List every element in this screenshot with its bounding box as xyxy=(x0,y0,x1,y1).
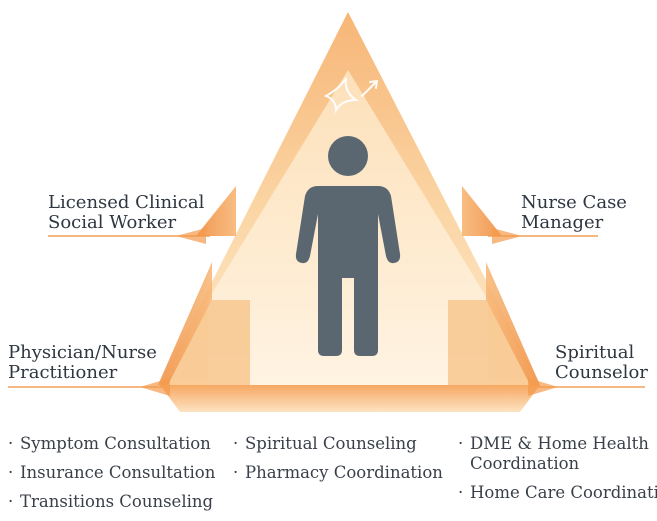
role-label-line: Physician/Nurse xyxy=(8,342,157,363)
sparkle-icon xyxy=(323,77,379,114)
role-label-line: Social Worker xyxy=(48,212,177,233)
role-physician-nurse-practitioner: Physician/Nurse Practitioner xyxy=(8,343,157,383)
spike-bottom-left xyxy=(140,378,170,396)
role-label-line: Spiritual xyxy=(555,342,635,363)
role-label-line: Practitioner xyxy=(8,362,118,383)
role-label-line: Nurse Case xyxy=(521,192,627,213)
left-facet-lower xyxy=(158,262,212,385)
service-item: Pharmacy Coordination xyxy=(233,463,443,483)
spike-top-left xyxy=(176,228,206,244)
service-item: Transitions Counseling xyxy=(8,492,215,512)
service-item: Home Care Coordination xyxy=(458,483,657,503)
services-column-1: Symptom Consultation Insurance Consultat… xyxy=(8,434,215,521)
services-column-3: DME & Home Health Coordination Home Care… xyxy=(458,434,657,512)
right-facet-lower xyxy=(486,262,540,385)
service-item: DME & Home Health Coordination xyxy=(458,434,657,474)
pyramid-base xyxy=(160,385,540,412)
right-facet-block xyxy=(448,300,530,385)
role-label-line: Counselor xyxy=(555,362,648,383)
left-facet-upper xyxy=(196,186,236,236)
role-nurse-case-manager: Nurse Case Manager xyxy=(521,193,627,233)
services-column-2: Spiritual Counseling Pharmacy Coordinati… xyxy=(233,434,443,492)
spike-bottom-right xyxy=(528,378,558,396)
right-facet-upper xyxy=(462,186,502,236)
service-item: Symptom Consultation xyxy=(8,434,215,454)
role-label-line: Licensed Clinical xyxy=(48,192,205,213)
left-facet-block xyxy=(168,300,250,385)
service-item: Spiritual Counseling xyxy=(233,434,443,454)
role-label-line: Manager xyxy=(521,212,604,233)
person-icon xyxy=(295,136,401,356)
spike-top-right xyxy=(492,228,522,244)
role-spiritual-counselor: Spiritual Counselor xyxy=(555,343,648,383)
service-item: Insurance Consultation xyxy=(8,463,215,483)
role-licensed-clinical-social-worker: Licensed Clinical Social Worker xyxy=(48,193,204,233)
